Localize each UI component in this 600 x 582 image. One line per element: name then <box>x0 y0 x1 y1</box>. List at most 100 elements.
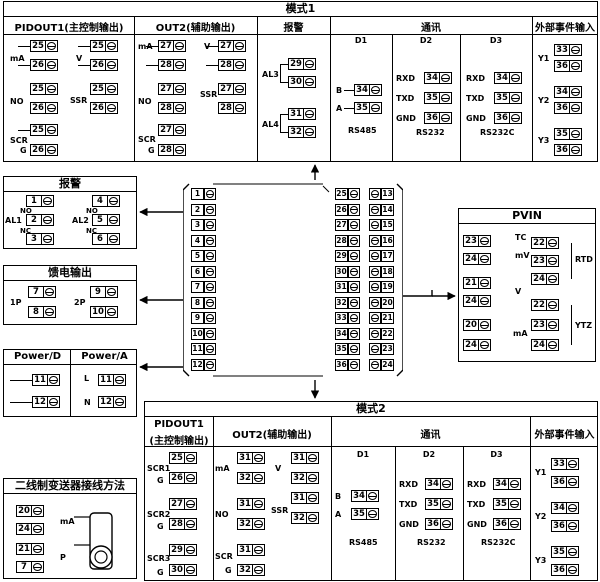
screw-icon <box>107 214 120 226</box>
screw-icon <box>204 234 216 247</box>
mode2-no-label: NO <box>215 510 229 519</box>
terminal: 33 <box>551 458 579 470</box>
mode1-no-label: NO <box>10 97 24 106</box>
strip-terminal-number: 27 <box>335 219 348 231</box>
terminal-number: 36 <box>425 518 440 530</box>
terminal: 35 <box>351 508 379 520</box>
terminal: 26 <box>90 59 118 71</box>
terminal: 36 <box>554 102 582 114</box>
screw-icon <box>566 502 579 514</box>
strip-terminal-number: 13 <box>381 188 394 200</box>
terminal: 7 <box>28 286 56 298</box>
terminal-number: 35 <box>424 92 439 104</box>
screw-icon <box>478 319 491 331</box>
terminal: 28 <box>169 518 197 530</box>
mode2-out2-title: OUT2(辅助输出) <box>232 430 312 441</box>
terminal-number: 35 <box>425 498 440 510</box>
screw-icon <box>184 564 197 576</box>
mode2-y2-label: Y2 <box>535 512 547 521</box>
terminal-number: 5 <box>92 214 107 226</box>
strip-terminal-number: 21 <box>381 312 394 324</box>
screw-icon <box>369 296 381 309</box>
strip-terminal-number: 1 <box>191 188 204 200</box>
screw-icon <box>478 339 491 351</box>
terminal: 32 <box>237 472 265 484</box>
mode1-txd-label: TXD <box>396 94 415 103</box>
wire <box>206 65 218 66</box>
terminal: 28 <box>158 102 186 114</box>
mode2-g3-label: G <box>157 568 164 577</box>
screw-icon <box>105 40 118 52</box>
mode2-txd-label: TXD <box>399 500 418 509</box>
terminal: 34 <box>351 490 379 502</box>
strip-terminal-number: 34 <box>335 327 348 340</box>
terminal-number: 24 <box>16 523 31 535</box>
terminal: 10 <box>90 306 118 318</box>
terminal-number: 36 <box>551 520 566 532</box>
screw-icon <box>369 250 381 262</box>
strip-terminal-number: 30 <box>335 265 348 278</box>
wire <box>280 64 281 82</box>
mode2-ma-label: mA <box>215 464 230 473</box>
terminal: 24 <box>463 295 491 307</box>
terminal-number: 36 <box>494 112 509 124</box>
terminal: 36 <box>554 144 582 156</box>
mode2-pidout1-title: PIDOUT1 <box>154 419 204 430</box>
screw-icon <box>566 546 579 558</box>
mode2-y3-label: Y3 <box>535 556 547 565</box>
screw-icon <box>31 543 44 555</box>
screw-icon <box>105 306 118 318</box>
terminal: 6 <box>92 233 120 245</box>
terminal-number: 28 <box>158 144 173 156</box>
transmitter-icon <box>74 512 113 570</box>
terminal: 35 <box>425 498 453 510</box>
strip-terminal-number: 32 <box>335 296 348 309</box>
screw-icon <box>45 59 58 71</box>
terminal: 25 <box>90 83 118 95</box>
terminal: 28 <box>218 59 246 71</box>
mode1-d1-title: D1 <box>354 36 368 45</box>
mode1-b-label: B <box>336 86 343 95</box>
pvin-ytz-label: YTZ <box>575 321 593 330</box>
wire <box>78 65 90 66</box>
mode1-rs485-label: RS485 <box>348 126 377 135</box>
screw-icon <box>107 233 120 245</box>
mode1-out2-ssr-label: SSR <box>200 90 218 99</box>
mode1-comm-col-divider <box>392 34 393 161</box>
screw-icon <box>348 343 360 355</box>
screw-icon <box>348 203 360 216</box>
terminal-number: 36 <box>551 476 566 488</box>
terminal: 28 <box>158 59 186 71</box>
screw-icon <box>546 339 559 351</box>
terminal-number: 34 <box>351 490 366 502</box>
al1-no-label: NO <box>20 207 32 215</box>
al1-label: AL1 <box>5 216 22 225</box>
strip-terminal-number: 9 <box>191 312 204 324</box>
screw-icon <box>173 40 186 52</box>
wire <box>146 46 158 47</box>
strip-terminal-number: 12 <box>191 358 204 371</box>
mode2-g1-label: G <box>157 476 164 485</box>
terminal: 31 <box>288 108 316 120</box>
terminal-number: 25 <box>90 40 105 52</box>
pvin-ma-label: mA <box>513 329 528 338</box>
terminal: 25 <box>30 124 58 136</box>
mode1-alarm-title: 报警 <box>283 23 304 34</box>
terminal-number: 26 <box>30 59 45 71</box>
mode1-ma-label: mA <box>10 54 25 63</box>
screw-icon <box>478 295 491 307</box>
terminal: 34 <box>554 86 582 98</box>
terminal: 24 <box>531 273 559 285</box>
screw-icon <box>105 286 118 298</box>
terminal-number: 31 <box>237 544 252 556</box>
strip-terminal-number: 20 <box>381 296 394 309</box>
mode1-gnd-label: GND <box>396 114 416 123</box>
terminal: 36 <box>551 564 579 576</box>
wire <box>18 130 30 131</box>
terminal-number: 28 <box>158 59 173 71</box>
terminal: 26 <box>90 102 118 114</box>
screw-icon <box>348 296 360 309</box>
wire <box>10 402 32 403</box>
terminal-number: 36 <box>493 518 508 530</box>
